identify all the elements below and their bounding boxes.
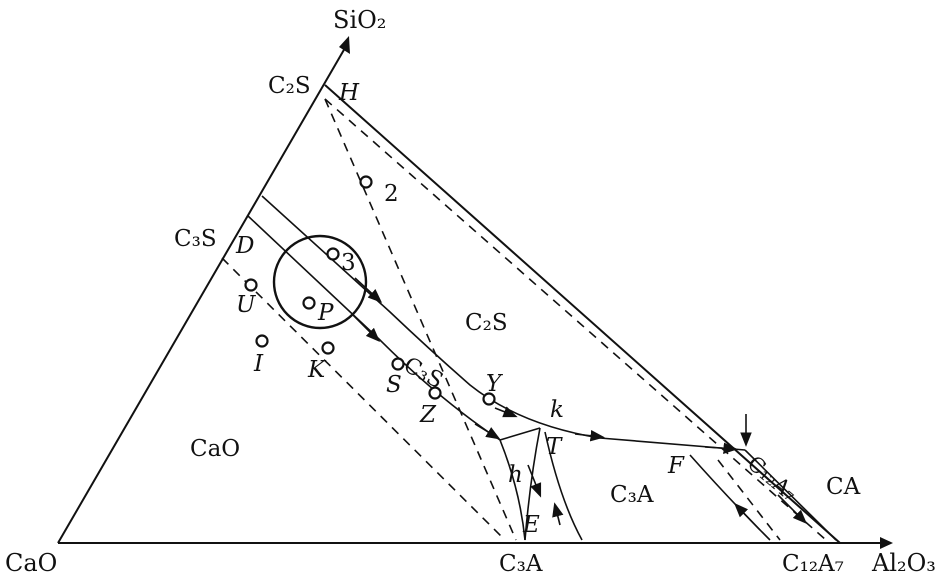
label-e: E <box>522 512 540 538</box>
arrow-c2s-c3a-k <box>574 430 605 442</box>
point-s <box>391 357 405 371</box>
arrow-c3s-cao-1 <box>351 313 381 343</box>
field-label-ca: CA <box>826 474 861 500</box>
vertex-label-al2o3: Al₂O₃ <box>871 549 936 577</box>
field-label-c3a: C₃A <box>610 482 654 508</box>
boundary-t-e <box>524 427 541 541</box>
label-z: Z <box>419 402 437 428</box>
label-s: S <box>386 372 402 398</box>
field-label-c2s: C₂S <box>465 310 508 336</box>
boundary-c12a7-c3a <box>689 454 771 541</box>
arrow-c3s-cao-2 <box>474 423 501 440</box>
label-i: I <box>253 351 264 377</box>
boundary-e-h <box>499 439 526 541</box>
label-p: P <box>317 300 334 326</box>
point-i <box>255 334 269 348</box>
boundary-c12a7-ca <box>744 449 837 541</box>
compound-label-c3s: C₃S <box>174 226 217 252</box>
point-2 <box>359 175 373 189</box>
vertex-label-sio2: SiO₂ <box>333 6 386 34</box>
label-d: D <box>235 233 254 259</box>
join-c2s-c3a <box>324 98 517 541</box>
label-f: F <box>667 453 685 479</box>
point-k <box>321 341 335 355</box>
arrow-f-invariant <box>704 442 738 454</box>
boundary-c2s-c3s <box>261 195 746 451</box>
compound-label-c12a7: C₁₂A₇ <box>782 551 844 577</box>
arrow-c2s-c3s-2 <box>494 406 518 418</box>
arrow-h <box>527 464 542 498</box>
axis-sio2-arrow <box>339 36 350 54</box>
point-3 <box>326 247 340 261</box>
join-c3s-c3a <box>221 257 506 541</box>
point-u <box>244 278 258 292</box>
boundary-t-k <box>499 427 541 441</box>
field-label-cao: CaO <box>190 436 240 462</box>
axis-cao-sio2 <box>57 47 346 544</box>
arrow-c12a7-1 <box>734 502 761 531</box>
field-label-c12a7: C₁₂A₇ <box>743 451 802 506</box>
label-h-lower: h <box>508 462 523 488</box>
label-k-lower: k <box>550 397 564 423</box>
label-point-2: 2 <box>384 181 399 207</box>
arrow-c3a-up <box>552 502 564 526</box>
point-y <box>482 392 496 406</box>
compound-label-c3a: C₃A <box>499 551 543 577</box>
axis-al2o3-arrow <box>880 537 893 549</box>
compound-label-c2s: C₂S <box>268 73 311 99</box>
label-h-upper: H <box>338 80 360 106</box>
composition-circle <box>272 234 368 330</box>
edge-sio2-side <box>324 84 841 544</box>
label-k-upper: K <box>307 357 327 383</box>
label-t: T <box>546 434 563 460</box>
arrow-c2s-c3s-1 <box>354 277 383 303</box>
join-c12a7-upper <box>717 459 781 541</box>
label-u: U <box>236 292 257 318</box>
label-point-3: 3 <box>341 250 356 276</box>
vertex-label-cao: CaO <box>5 549 57 577</box>
boundary-c3a-c12a7-base <box>544 431 583 541</box>
point-z <box>428 386 442 400</box>
point-p <box>302 296 316 310</box>
label-y: Y <box>486 371 504 397</box>
arrow-c12a7-2 <box>777 494 808 525</box>
